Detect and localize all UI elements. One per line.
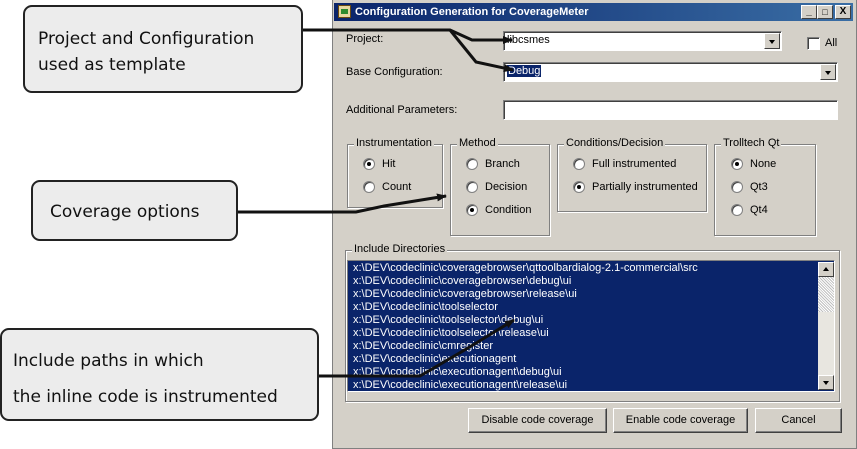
list-item[interactable]: x:\DEV\codeclinic\toolselector\debug\ui xyxy=(353,314,544,326)
all-label: All xyxy=(825,37,838,49)
disable-code-coverage-button[interactable]: Disable code coverage xyxy=(468,408,607,433)
all-checkbox[interactable] xyxy=(807,37,820,50)
partially-instrumented-radio[interactable] xyxy=(573,181,585,193)
list-item[interactable]: x:\DEV\codeclinic\executionagent\release… xyxy=(353,379,568,391)
template-callout-line-1: Project and Configuration xyxy=(38,29,255,49)
project-label: Project: xyxy=(346,33,384,45)
chevron-down-icon[interactable] xyxy=(820,64,836,80)
method-branch-radio[interactable] xyxy=(466,158,478,170)
project-combo[interactable]: libcsmes xyxy=(503,31,782,51)
base-configuration-label: Base Configuration: xyxy=(346,66,443,78)
list-item[interactable]: x:\DEV\codeclinic\coveragebrowser\qttool… xyxy=(353,262,698,274)
template-callout: Project and Configuration used as templa… xyxy=(23,5,303,93)
conditions-decision-title: Conditions/Decision xyxy=(564,137,666,149)
method-condition-radio[interactable] xyxy=(466,204,478,216)
template-callout-line-2: used as template xyxy=(38,55,186,75)
instrumentation-count-label: Count xyxy=(382,181,412,193)
arrow-to-coverage-options xyxy=(238,193,447,214)
coverage-callout-line-1: Coverage options xyxy=(50,202,200,222)
method-title: Method xyxy=(457,137,498,149)
method-group: Method xyxy=(450,137,550,236)
scroll-up-icon[interactable] xyxy=(818,262,834,277)
include-callout-line-1: Include paths in which xyxy=(13,351,204,371)
base-configuration-combo[interactable]: Debug xyxy=(503,62,838,82)
instrumentation-hit-radio[interactable] xyxy=(363,158,375,170)
conditions-decision-group: Conditions/Decision xyxy=(557,137,707,212)
trolltech-qt-group: Trolltech Qt xyxy=(714,137,816,236)
method-branch-label: Branch xyxy=(485,158,520,170)
title-bar[interactable]: Configuration Generation for CoverageMet… xyxy=(334,3,853,21)
arrow-to-project xyxy=(303,28,513,44)
list-item[interactable]: x:\DEV\codeclinic\coveragebrowser\debug\… xyxy=(353,275,572,287)
method-decision-label: Decision xyxy=(485,181,528,193)
qt3-label: Qt3 xyxy=(750,181,768,193)
scroll-down-icon[interactable] xyxy=(818,375,834,390)
window-title: Configuration Generation for CoverageMet… xyxy=(355,6,589,18)
base-configuration-value: Debug xyxy=(507,65,542,77)
trolltech-qt-title: Trolltech Qt xyxy=(721,137,782,149)
list-item[interactable]: x:\DEV\codeclinic\coveragebrowser\releas… xyxy=(353,288,577,300)
maximize-button[interactable]: □ xyxy=(817,5,833,19)
qt3-radio[interactable] xyxy=(731,181,743,193)
enable-code-coverage-button[interactable]: Enable code coverage xyxy=(613,408,748,433)
include-directories-title: Include Directories xyxy=(352,243,448,255)
method-decision-radio[interactable] xyxy=(466,181,478,193)
chevron-down-icon[interactable] xyxy=(764,33,780,49)
method-condition-label: Condition xyxy=(485,204,532,216)
minimize-button[interactable]: _ xyxy=(801,5,817,19)
arrow-to-include-directories xyxy=(319,318,515,378)
cancel-button[interactable]: Cancel xyxy=(755,408,842,433)
include-directories-group: Include Directories xyxy=(345,243,840,402)
instrumentation-count-radio[interactable] xyxy=(363,181,375,193)
partially-instrumented-label: Partially instrumented xyxy=(592,181,698,193)
qt4-radio[interactable] xyxy=(731,204,743,216)
instrumentation-hit-label: Hit xyxy=(382,158,396,170)
full-instrumented-label: Full instrumented xyxy=(592,158,677,170)
arrow-to-base-configuration xyxy=(448,29,514,73)
qt-none-radio[interactable] xyxy=(731,158,743,170)
additional-parameters-input[interactable] xyxy=(503,100,838,120)
scroll-thumb[interactable] xyxy=(818,277,834,312)
list-item[interactable]: x:\DEV\codeclinic\executionagent xyxy=(353,353,517,365)
list-item[interactable]: x:\DEV\codeclinic\cmregister xyxy=(353,340,493,352)
additional-parameters-label: Additional Parameters: xyxy=(346,104,458,116)
coverage-callout: Coverage options xyxy=(31,180,238,241)
qt4-label: Qt4 xyxy=(750,204,768,216)
close-button[interactable]: X xyxy=(835,5,851,19)
instrumentation-title: Instrumentation xyxy=(354,137,434,149)
project-value: libcsmes xyxy=(507,34,550,46)
include-callout: Include paths in which the inline code i… xyxy=(0,328,319,421)
qt-none-label: None xyxy=(750,158,777,170)
include-callout-line-2: the inline code is instrumented xyxy=(13,387,278,407)
app-icon xyxy=(338,5,351,18)
full-instrumented-radio[interactable] xyxy=(573,158,585,170)
instrumentation-group: Instrumentation xyxy=(347,137,443,208)
list-item[interactable]: x:\DEV\codeclinic\toolselector xyxy=(353,301,498,313)
list-scrollbar[interactable] xyxy=(818,262,834,390)
